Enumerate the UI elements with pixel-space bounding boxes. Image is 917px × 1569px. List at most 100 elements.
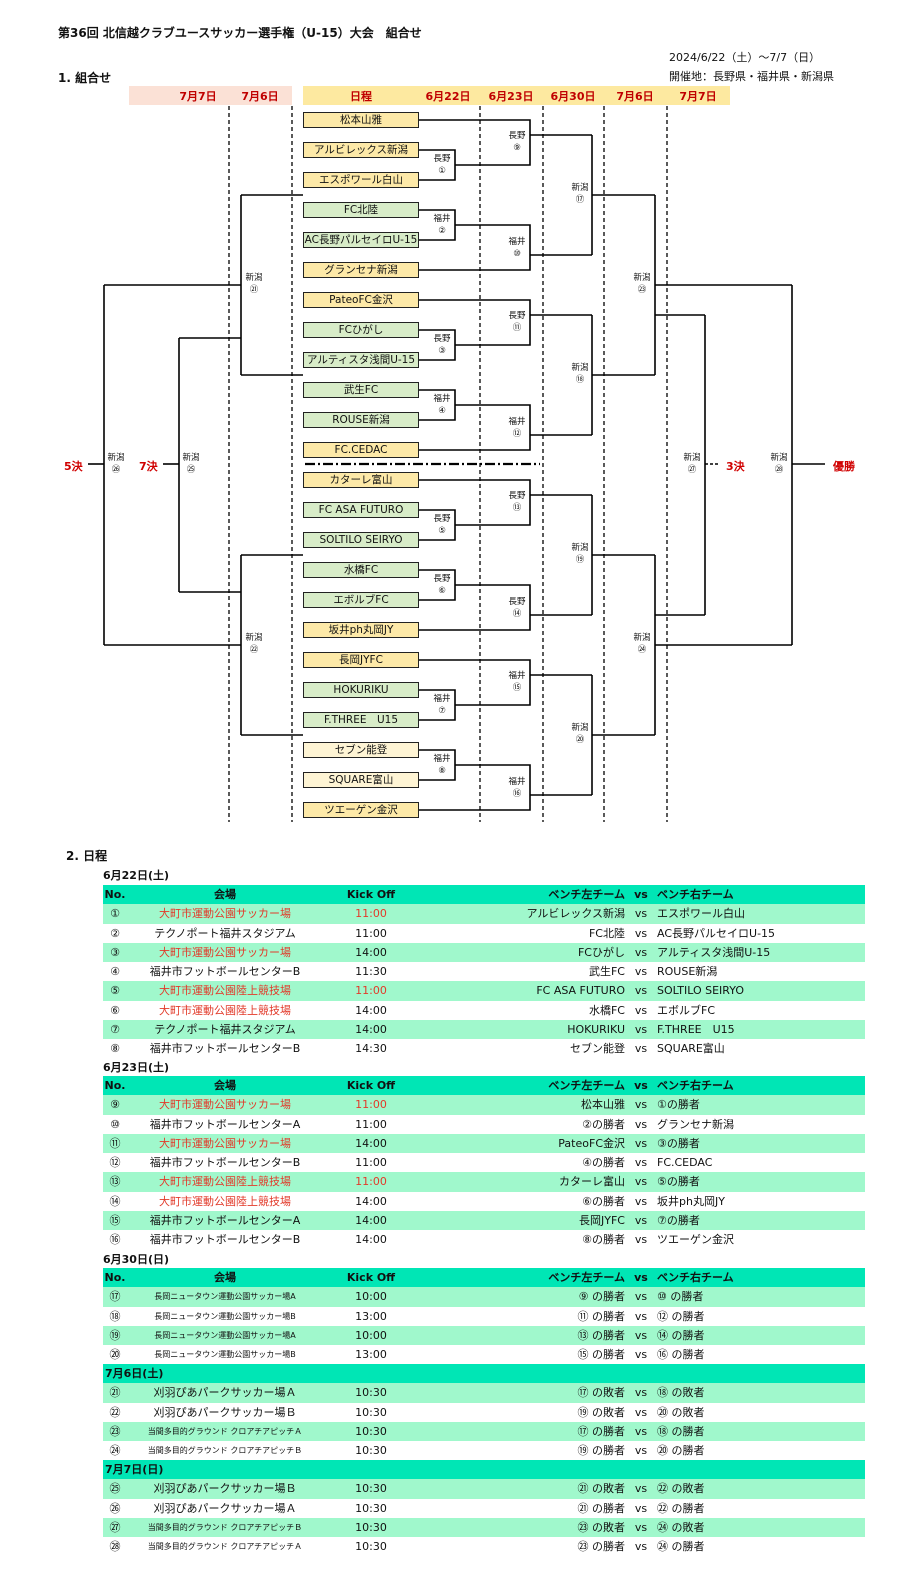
right-date-3: 7月6日 [616, 90, 654, 103]
right-date-4: 7月7日 [679, 90, 717, 103]
venue-line: 開催地：長野県・福井県・新潟県 [669, 70, 834, 83]
day-label: 6月23日(土) [103, 1061, 170, 1074]
rank-7th-label: 7決 [139, 460, 158, 473]
day-label: 6月22日(土) [103, 869, 170, 882]
team-box: 坂井ph丸岡JY [303, 622, 419, 638]
rank-5th-label: 5決 [64, 460, 83, 473]
right-date-1: 6月23日 [488, 90, 534, 103]
team-box: FC ASA FUTURO [303, 502, 419, 518]
team-box: ROUSE新潟 [303, 412, 419, 428]
right-date-0: 6月22日 [425, 90, 471, 103]
team-box: 武生FC [303, 382, 419, 398]
bracket-lines [88, 106, 825, 822]
day-band: 7月6日(土) [103, 1364, 865, 1384]
left-date-1: 7月6日 [241, 90, 279, 103]
day-label: 6月30日(日) [103, 1253, 170, 1266]
period-text: 2024/6/22（土）～7/7（日） [669, 51, 821, 64]
team-box: PateoFC金沢 [303, 292, 419, 308]
team-box: 水橋FC [303, 562, 419, 578]
schedule-label: 日程 [350, 90, 372, 103]
team-box: FC.CEDAC [303, 442, 419, 458]
team-box: AC長野パルセイロU-15 [303, 232, 419, 248]
team-box: FC北陸 [303, 202, 419, 218]
team-box: FCひがし [303, 322, 419, 338]
team-box: 松本山雅 [303, 112, 419, 128]
rank-3rd-label: 3決 [726, 460, 745, 473]
rank-winner-label: 優勝 [833, 460, 855, 473]
page-title: 第36回 北信越クラブユースサッカー選手権（U-15）大会 組合せ [58, 26, 422, 40]
right-date-2: 6月30日 [550, 90, 596, 103]
team-box: HOKURIKU [303, 682, 419, 698]
section-bracket-title: 1. 組合せ [58, 71, 112, 85]
team-box: SQUARE富山 [303, 772, 419, 788]
team-box: F.THREE U15 [303, 712, 419, 728]
team-box: アルティスタ浅間U-15 [303, 352, 419, 368]
team-box: SOLTILO SEIRYO [303, 532, 419, 548]
team-box: ツエーゲン金沢 [303, 802, 419, 818]
team-box: カターレ富山 [303, 472, 419, 488]
team-box: グランセナ新潟 [303, 262, 419, 278]
team-box: エボルブFC [303, 592, 419, 608]
right-date-header-bar [303, 86, 730, 105]
section-schedule-title: 2. 日程 [66, 849, 108, 863]
left-date-header-bar [129, 86, 292, 105]
left-date-0: 7月7日 [179, 90, 217, 103]
team-box: 長岡JYFC [303, 652, 419, 668]
team-box: アルビレックス新潟 [303, 142, 419, 158]
